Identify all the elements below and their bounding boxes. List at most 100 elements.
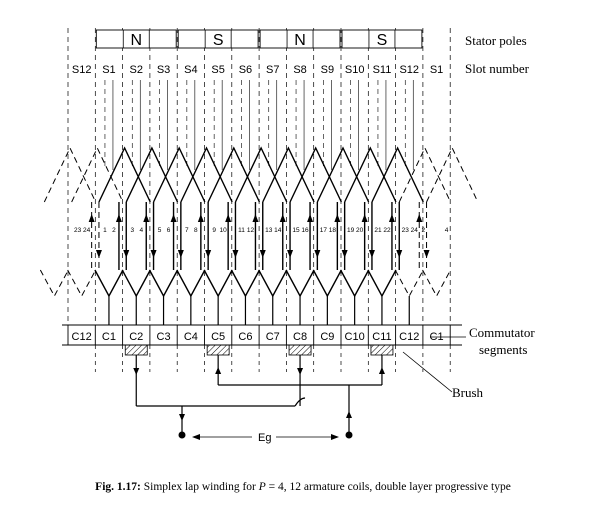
conductor-number: 2: [421, 227, 425, 234]
pole-letter: N: [130, 32, 142, 49]
slot-label: S1: [430, 64, 443, 76]
slot-label: S9: [321, 64, 334, 76]
segment-label: C12: [72, 331, 92, 343]
coil-bottom-connection: [422, 269, 451, 298]
emf-arrow-head: [192, 434, 200, 440]
slot-label: S12: [399, 64, 419, 76]
conductor-number: 22: [383, 227, 391, 234]
caption-text-end: = 4, 12 armature coils, double layer pro…: [265, 481, 511, 493]
coil-top-connection: [125, 146, 179, 203]
coil-bottom-connection: [285, 269, 315, 298]
conductor-number: 8: [194, 227, 198, 234]
segment-label: C1: [102, 331, 116, 343]
current-arrow-up: [88, 214, 95, 222]
brush-label: Brush: [452, 385, 484, 400]
conductor-number: 20: [356, 227, 364, 234]
conductor-number: 12: [247, 227, 255, 234]
pole-letter: S: [213, 32, 224, 49]
coil-bottom-connection: [67, 269, 97, 298]
conductor-number: 15: [292, 227, 300, 234]
coil-bottom-connection: [258, 269, 288, 298]
conductor-number: 23: [74, 227, 82, 234]
brush: [124, 344, 148, 356]
conductor-number: 18: [329, 227, 337, 234]
conductor-number: 21: [374, 227, 382, 234]
segment-label: C7: [266, 331, 280, 343]
conductor-number: 16: [301, 227, 309, 234]
slot-label: S7: [266, 64, 279, 76]
conductor-number: 11: [238, 227, 245, 234]
coil-top-connection: [71, 146, 124, 203]
current-arrow-up: [197, 214, 204, 222]
figure-number: Fig. 1.17:: [95, 481, 141, 493]
conductor-number: 17: [320, 227, 328, 234]
coil-bottom-connection: [394, 269, 424, 298]
pole-letter: N: [294, 32, 306, 49]
pole-box: [95, 29, 177, 49]
brush-arrow-down: [179, 414, 185, 421]
brush-arrow: [215, 367, 222, 374]
coil-bottom-connection: [312, 269, 342, 298]
current-arrow-down: [396, 250, 403, 258]
coil-top-connection: [371, 146, 424, 203]
conductor-number: 23: [402, 227, 410, 234]
coil-top-connection: [180, 146, 233, 203]
segment-label: C4: [184, 331, 198, 343]
figure-caption: Fig. 1.17: Simplex lap winding for P = 4…: [0, 481, 606, 493]
segment-label: C12: [399, 331, 419, 343]
current-arrow-down: [123, 250, 130, 258]
coil-bottom-connection: [230, 269, 261, 298]
coil-top-connection: [344, 146, 397, 203]
coil-top-connection: [98, 146, 151, 203]
current-arrow-up: [388, 214, 395, 222]
coil-top-connection: [316, 146, 370, 203]
segment-label: C5: [211, 331, 225, 343]
brush: [370, 344, 394, 356]
conductor-number: 5: [158, 227, 162, 234]
conductor-number: 3: [130, 227, 134, 234]
pole-box: [341, 29, 423, 49]
brush-arrow: [297, 368, 304, 375]
conductor-number: 10: [220, 227, 228, 234]
current-arrow-up: [416, 214, 423, 222]
current-arrow-up: [115, 214, 122, 222]
coil-bottom-connection: [148, 269, 179, 298]
conductor-number: 13: [265, 227, 273, 234]
conductor-number: 19: [347, 227, 355, 234]
wire-crossover: [294, 397, 306, 407]
terminal-negative: [178, 431, 186, 439]
coil-top-connection: [152, 146, 206, 203]
emf-arrow-head: [331, 434, 339, 440]
segment-label: C3: [157, 331, 171, 343]
brush-arrow: [378, 367, 385, 374]
conductor-number: 9: [212, 227, 216, 234]
current-arrow-down: [287, 250, 294, 258]
coil-top-connection: [207, 146, 261, 203]
slot-number-label: Slot number: [465, 61, 530, 76]
caption-text: Simplex lap winding for: [143, 481, 259, 493]
brush-arrow-up: [346, 411, 352, 418]
conductor-number: 2: [112, 227, 116, 234]
slot-label: S5: [211, 64, 224, 76]
conductor-number: 4: [139, 227, 143, 234]
conductor-number: 14: [274, 227, 282, 234]
emf-label: Eg: [258, 432, 271, 444]
pole-letter: S: [377, 32, 388, 49]
slot-label: S10: [345, 64, 365, 76]
current-arrow-up: [279, 214, 286, 222]
brush-arrow: [133, 368, 140, 375]
coil-top-connection: [262, 146, 315, 203]
segment-label: C2: [129, 331, 143, 343]
current-arrow-down: [232, 250, 239, 258]
segment-label: C10: [345, 331, 365, 343]
current-arrow-up: [361, 214, 368, 222]
terminal-positive: [345, 431, 353, 439]
conductor-number: 1: [103, 227, 107, 234]
slot-label: S3: [157, 64, 170, 76]
commutator-label: Commutator: [469, 325, 535, 340]
